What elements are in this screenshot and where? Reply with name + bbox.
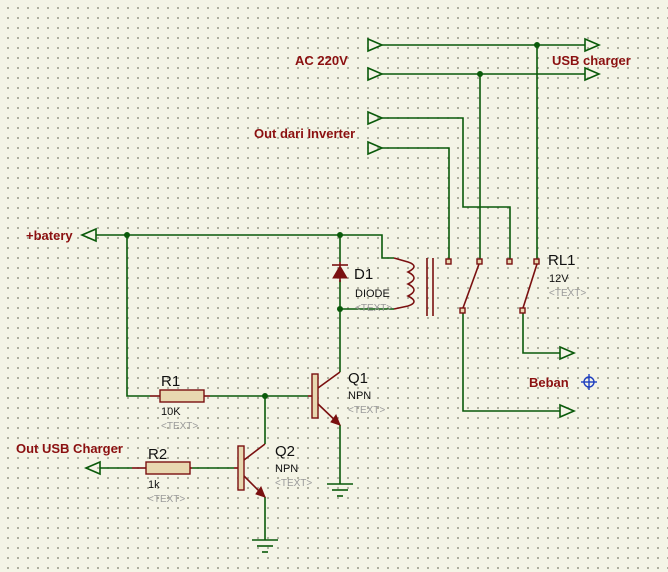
relay-rl1	[393, 257, 540, 316]
inverter-input-terminal	[367, 110, 385, 126]
d1-value: DIODE	[355, 288, 390, 300]
label-load: Beban	[529, 375, 569, 390]
r1-ref: R1	[161, 373, 180, 390]
resistor-r1	[150, 389, 210, 403]
q2-ref: Q2	[275, 443, 295, 460]
r1-value: 10K	[161, 406, 181, 418]
label-battery: +batery	[26, 228, 73, 243]
q1-ref: Q1	[348, 370, 368, 387]
d1-text: <TEXT>	[355, 303, 392, 314]
ac-input-terminal-2	[367, 66, 385, 82]
usb-charger-terminal-2	[584, 66, 602, 82]
r2-ref: R2	[148, 446, 167, 463]
ac-input-terminal	[367, 37, 385, 53]
q2-text: <TEXT>	[275, 478, 312, 489]
terminals	[79, 37, 602, 476]
inverter-input-terminal-2	[367, 140, 385, 156]
q2-value: NPN	[275, 463, 298, 475]
label-usb-out: Out USB Charger	[16, 441, 123, 456]
usb-out-terminal	[83, 460, 101, 476]
usb-charger-terminal	[584, 37, 602, 53]
load-terminal	[559, 345, 577, 361]
load-terminal-2	[559, 403, 577, 419]
battery-terminal	[79, 227, 97, 243]
rl1-text: <TEXT>	[549, 288, 586, 299]
d1-ref: D1	[354, 266, 373, 283]
load-probe-icon	[581, 374, 597, 390]
diode-d1	[332, 262, 348, 282]
wires	[96, 44, 585, 540]
label-usb-charger: USB charger	[552, 53, 631, 68]
label-ac-220v: AC 220V	[295, 53, 348, 68]
transistor-q2	[234, 443, 266, 498]
r2-text: <TEXT>	[148, 494, 185, 505]
rl1-value: 12V	[549, 273, 569, 285]
label-inverter-out: Out dari Inverter	[254, 126, 355, 141]
rl1-ref: RL1	[548, 252, 576, 269]
ground-q2	[252, 539, 278, 553]
ground-q1	[327, 483, 353, 497]
q1-text: <TEXT>	[348, 405, 385, 416]
resistor-r2	[132, 461, 192, 475]
r2-value: 1k	[148, 479, 160, 491]
transistor-q1	[308, 371, 341, 426]
junctions	[124, 42, 540, 399]
r1-text: <TEXT>	[161, 421, 198, 432]
q1-value: NPN	[348, 390, 371, 402]
